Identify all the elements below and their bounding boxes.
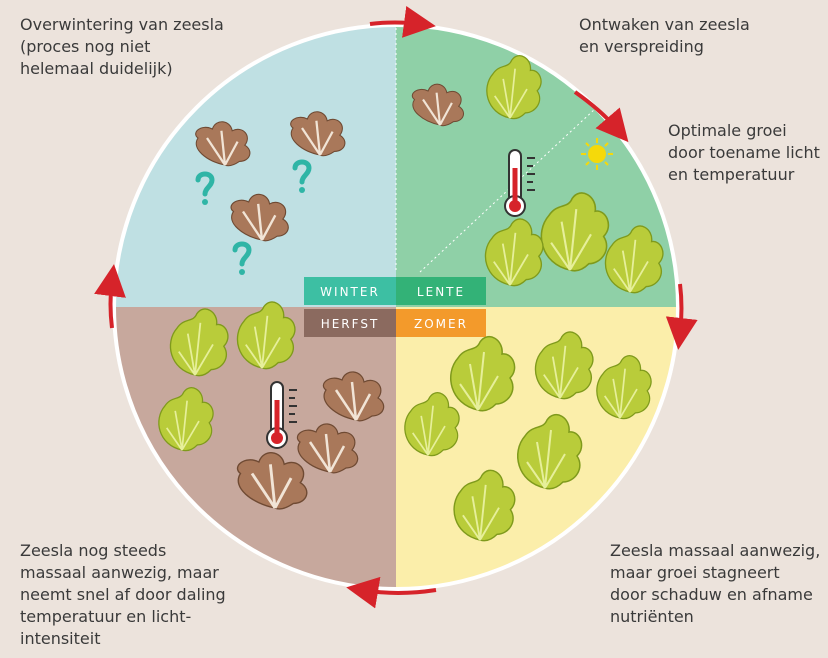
cycle-arrow-icon xyxy=(111,280,113,328)
caption-overwintering: Overwintering van zeesla (proces nog nie… xyxy=(20,14,224,80)
season-label-lente: LENTE xyxy=(417,285,465,299)
season-label-zomer: ZOMER xyxy=(414,317,468,331)
cycle-arrow-icon xyxy=(680,284,682,334)
caption-herfst-afname: Zeesla nog steeds massaal aanwezig, maar… xyxy=(20,540,226,650)
caption-optimale-groei: Optimale groei door toename licht en tem… xyxy=(668,120,820,186)
caption-zomer-stagnatie: Zeesla massaal aanwezig, maar groei stag… xyxy=(610,540,820,628)
caption-ontwaken: Ontwaken van zeesla en verspreiding xyxy=(579,14,750,58)
season-label-herfst: HERFST xyxy=(321,317,380,331)
season-label-winter: WINTER xyxy=(320,285,380,299)
cycle-arrow-icon xyxy=(370,23,420,25)
